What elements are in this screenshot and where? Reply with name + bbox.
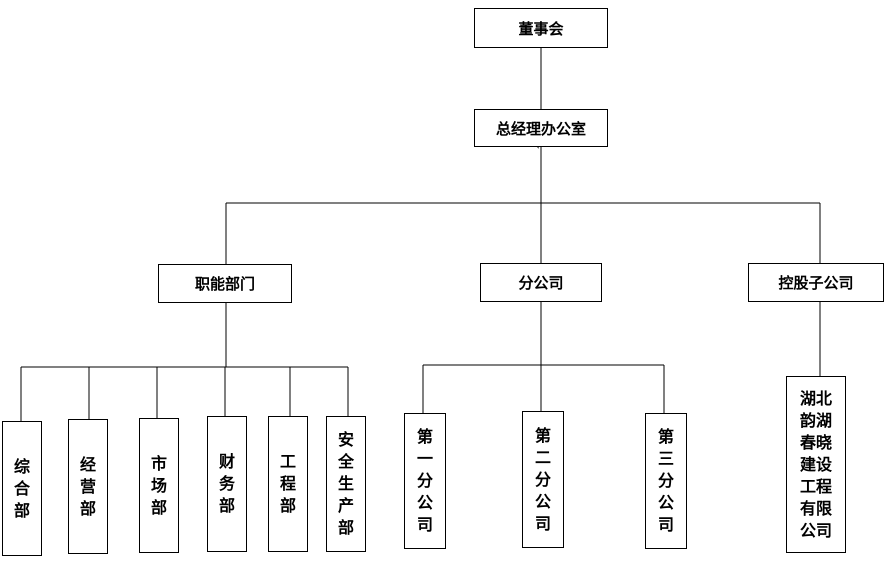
branches-label: 分公司 (518, 274, 564, 292)
vertical-label-line: 安 (337, 430, 354, 449)
vertical-label-line: 春晓 (799, 432, 832, 452)
vertical-label-line: 湖北 (799, 388, 832, 408)
stray-mark: 、 (536, 141, 546, 151)
vertical-label-line: 二 (534, 447, 551, 467)
dept-box-marketing: 市场部 (139, 418, 179, 553)
vertical-label-line: 全 (337, 452, 354, 471)
vertical-label-line: 部 (13, 500, 30, 520)
vertical-label-line: 公 (657, 493, 674, 512)
vertical-label-line: 经 (79, 454, 96, 474)
subsidiary-group-label: 控股子公司 (778, 274, 854, 292)
vertical-label-line: 生 (337, 474, 354, 493)
vertical-label-line: 营 (79, 476, 96, 496)
branch-box-first: 第一分公司 (404, 413, 446, 549)
general-manager-office-box: 总经理办公室 (474, 109, 608, 147)
board-of-directors-box: 董事会 (474, 8, 608, 48)
vertical-label-line: 建设 (799, 454, 832, 474)
vertical-label-line: 分 (416, 471, 433, 490)
vertical-label-line: 韵湖 (799, 410, 832, 430)
vertical-label-line: 市 (150, 453, 167, 473)
branches-box: 分公司 (480, 263, 602, 302)
functional-departments-box: 职能部门 (158, 264, 292, 303)
vertical-label-line: 部 (279, 496, 296, 515)
vertical-label-line: 产 (337, 496, 354, 515)
gm-office-label: 总经理办公室 (495, 119, 586, 138)
vertical-label-line: 财 (218, 452, 235, 471)
dept-box-safety-production: 安全生产部 (326, 416, 366, 552)
vertical-label-line: 部 (337, 518, 354, 537)
subsidiary-box-hubei-yunhu: 湖北韵湖春晓建设工程有限公司 (786, 376, 846, 553)
vertical-label-line: 工程 (799, 476, 832, 496)
vertical-label-line: 一 (416, 449, 433, 468)
vertical-label-line: 分 (534, 469, 551, 489)
vertical-label-line: 务 (218, 474, 235, 493)
vertical-label-line: 部 (150, 497, 167, 517)
vertical-label-line: 有限 (799, 498, 832, 518)
branch-box-third: 第三分公司 (645, 413, 687, 549)
vertical-label-line: 程 (279, 474, 296, 493)
vertical-label-line: 公司 (799, 520, 832, 540)
vertical-label-line: 三 (657, 449, 674, 468)
vertical-label-line: 第 (534, 425, 551, 445)
vertical-label-line: 第 (657, 427, 674, 446)
dept-box-general-affairs: 综合部 (2, 421, 42, 556)
vertical-label-line: 第 (416, 427, 433, 446)
dept-box-finance: 财务部 (207, 416, 247, 552)
vertical-label-line: 综 (13, 456, 30, 476)
vertical-label-line: 部 (79, 498, 96, 518)
branch-box-second: 第二分公司 (522, 411, 564, 548)
vertical-label-line: 场 (150, 475, 167, 495)
dept-box-engineering: 工程部 (268, 416, 308, 552)
subsidiary-group-box: 控股子公司 (748, 263, 884, 302)
vertical-label-line: 部 (218, 496, 235, 515)
vertical-label-line: 公 (534, 491, 551, 511)
vertical-label-line: 公 (416, 493, 433, 512)
vertical-label-line: 司 (657, 515, 674, 534)
dept-box-operations: 经营部 (68, 419, 108, 554)
vertical-label-line: 工 (279, 452, 296, 471)
vertical-label-line: 司 (534, 513, 551, 533)
vertical-label-line: 合 (13, 478, 30, 498)
board-label: 董事会 (518, 19, 564, 38)
vertical-label-line: 分 (657, 471, 674, 490)
functional-departments-label: 职能部门 (194, 275, 255, 293)
vertical-label-line: 司 (416, 515, 433, 534)
